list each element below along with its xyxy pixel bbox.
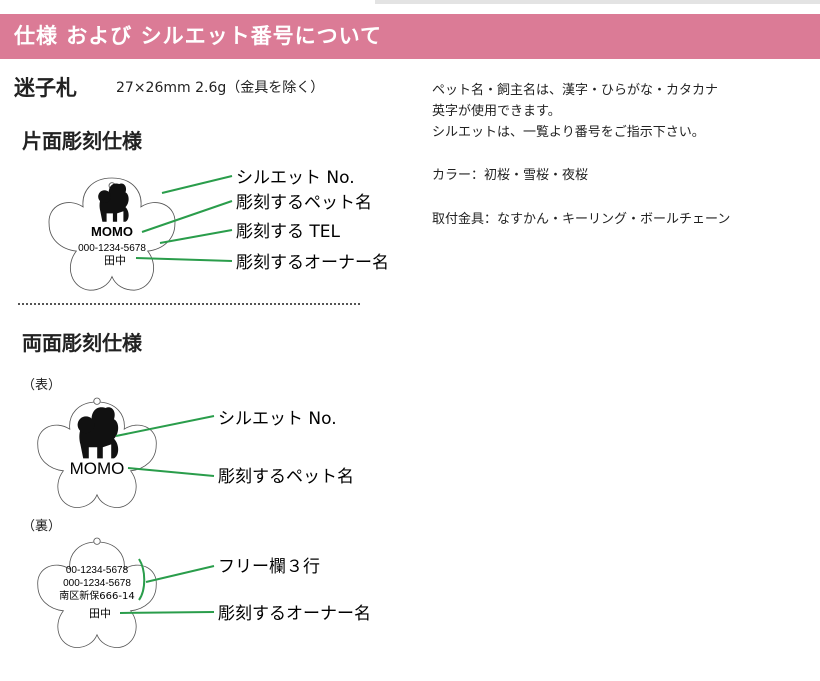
ring-hole-icon xyxy=(93,397,101,405)
back-label-free-field: フリー欄３行 xyxy=(218,557,320,577)
back-label-owner: 彫刻するオーナー名 xyxy=(218,604,371,624)
colors-text: カラー：初桜・雪桜・夜桜 xyxy=(432,168,589,183)
product-name: 迷子札 xyxy=(14,76,77,100)
ring-hole-icon xyxy=(93,537,101,545)
back-line-3: 南区新保666-14 xyxy=(59,589,134,602)
front-label-silhouette-no: シルエット No. xyxy=(218,409,337,429)
tag-tel: 000-1234-5678 xyxy=(78,243,146,254)
single-sided-title: 片面彫刻仕様 xyxy=(22,129,142,153)
label-pet-name: 彫刻するペット名 xyxy=(236,193,372,213)
label-silhouette-no: シルエット No. xyxy=(236,168,355,188)
back-side-label: （裏） xyxy=(22,519,62,534)
back-line-2: 000-1234-5678 xyxy=(63,578,131,589)
product-size: 27×26mm 2.6g（金具を除く） xyxy=(116,80,325,96)
label-owner: 彫刻するオーナー名 xyxy=(236,253,389,273)
back-tag xyxy=(37,537,157,648)
single-leader-lines xyxy=(135,175,233,262)
tag-pet-name: MOMO xyxy=(91,224,133,239)
front-pet-name: MOMO xyxy=(70,459,125,478)
front-label-pet-name: 彫刻するペット名 xyxy=(218,467,354,487)
back-owner: 田中 xyxy=(89,607,111,620)
label-tel: 彫刻する TEL xyxy=(236,222,341,242)
tag-owner: 田中 xyxy=(104,254,126,267)
top-rule xyxy=(375,0,820,4)
fittings-text: 取付金具：なすかん・キーリング・ボールチェーン xyxy=(432,212,731,227)
dotted-divider xyxy=(18,303,360,305)
section-header: 仕様 および シルエット番号について xyxy=(0,14,820,59)
back-line-1: 00-1234-5678 xyxy=(66,565,129,576)
front-side-label: （表） xyxy=(22,378,62,393)
usable-characters-text: ペット名・飼主名は、漢字・ひらがな・カタカナ 英字が使用できます。 シルエットは… xyxy=(432,83,719,140)
back-leader-lines xyxy=(119,558,215,614)
front-leader-lines xyxy=(115,415,215,477)
front-tag xyxy=(37,397,157,509)
double-sided-title: 両面彫刻仕様 xyxy=(22,331,142,355)
